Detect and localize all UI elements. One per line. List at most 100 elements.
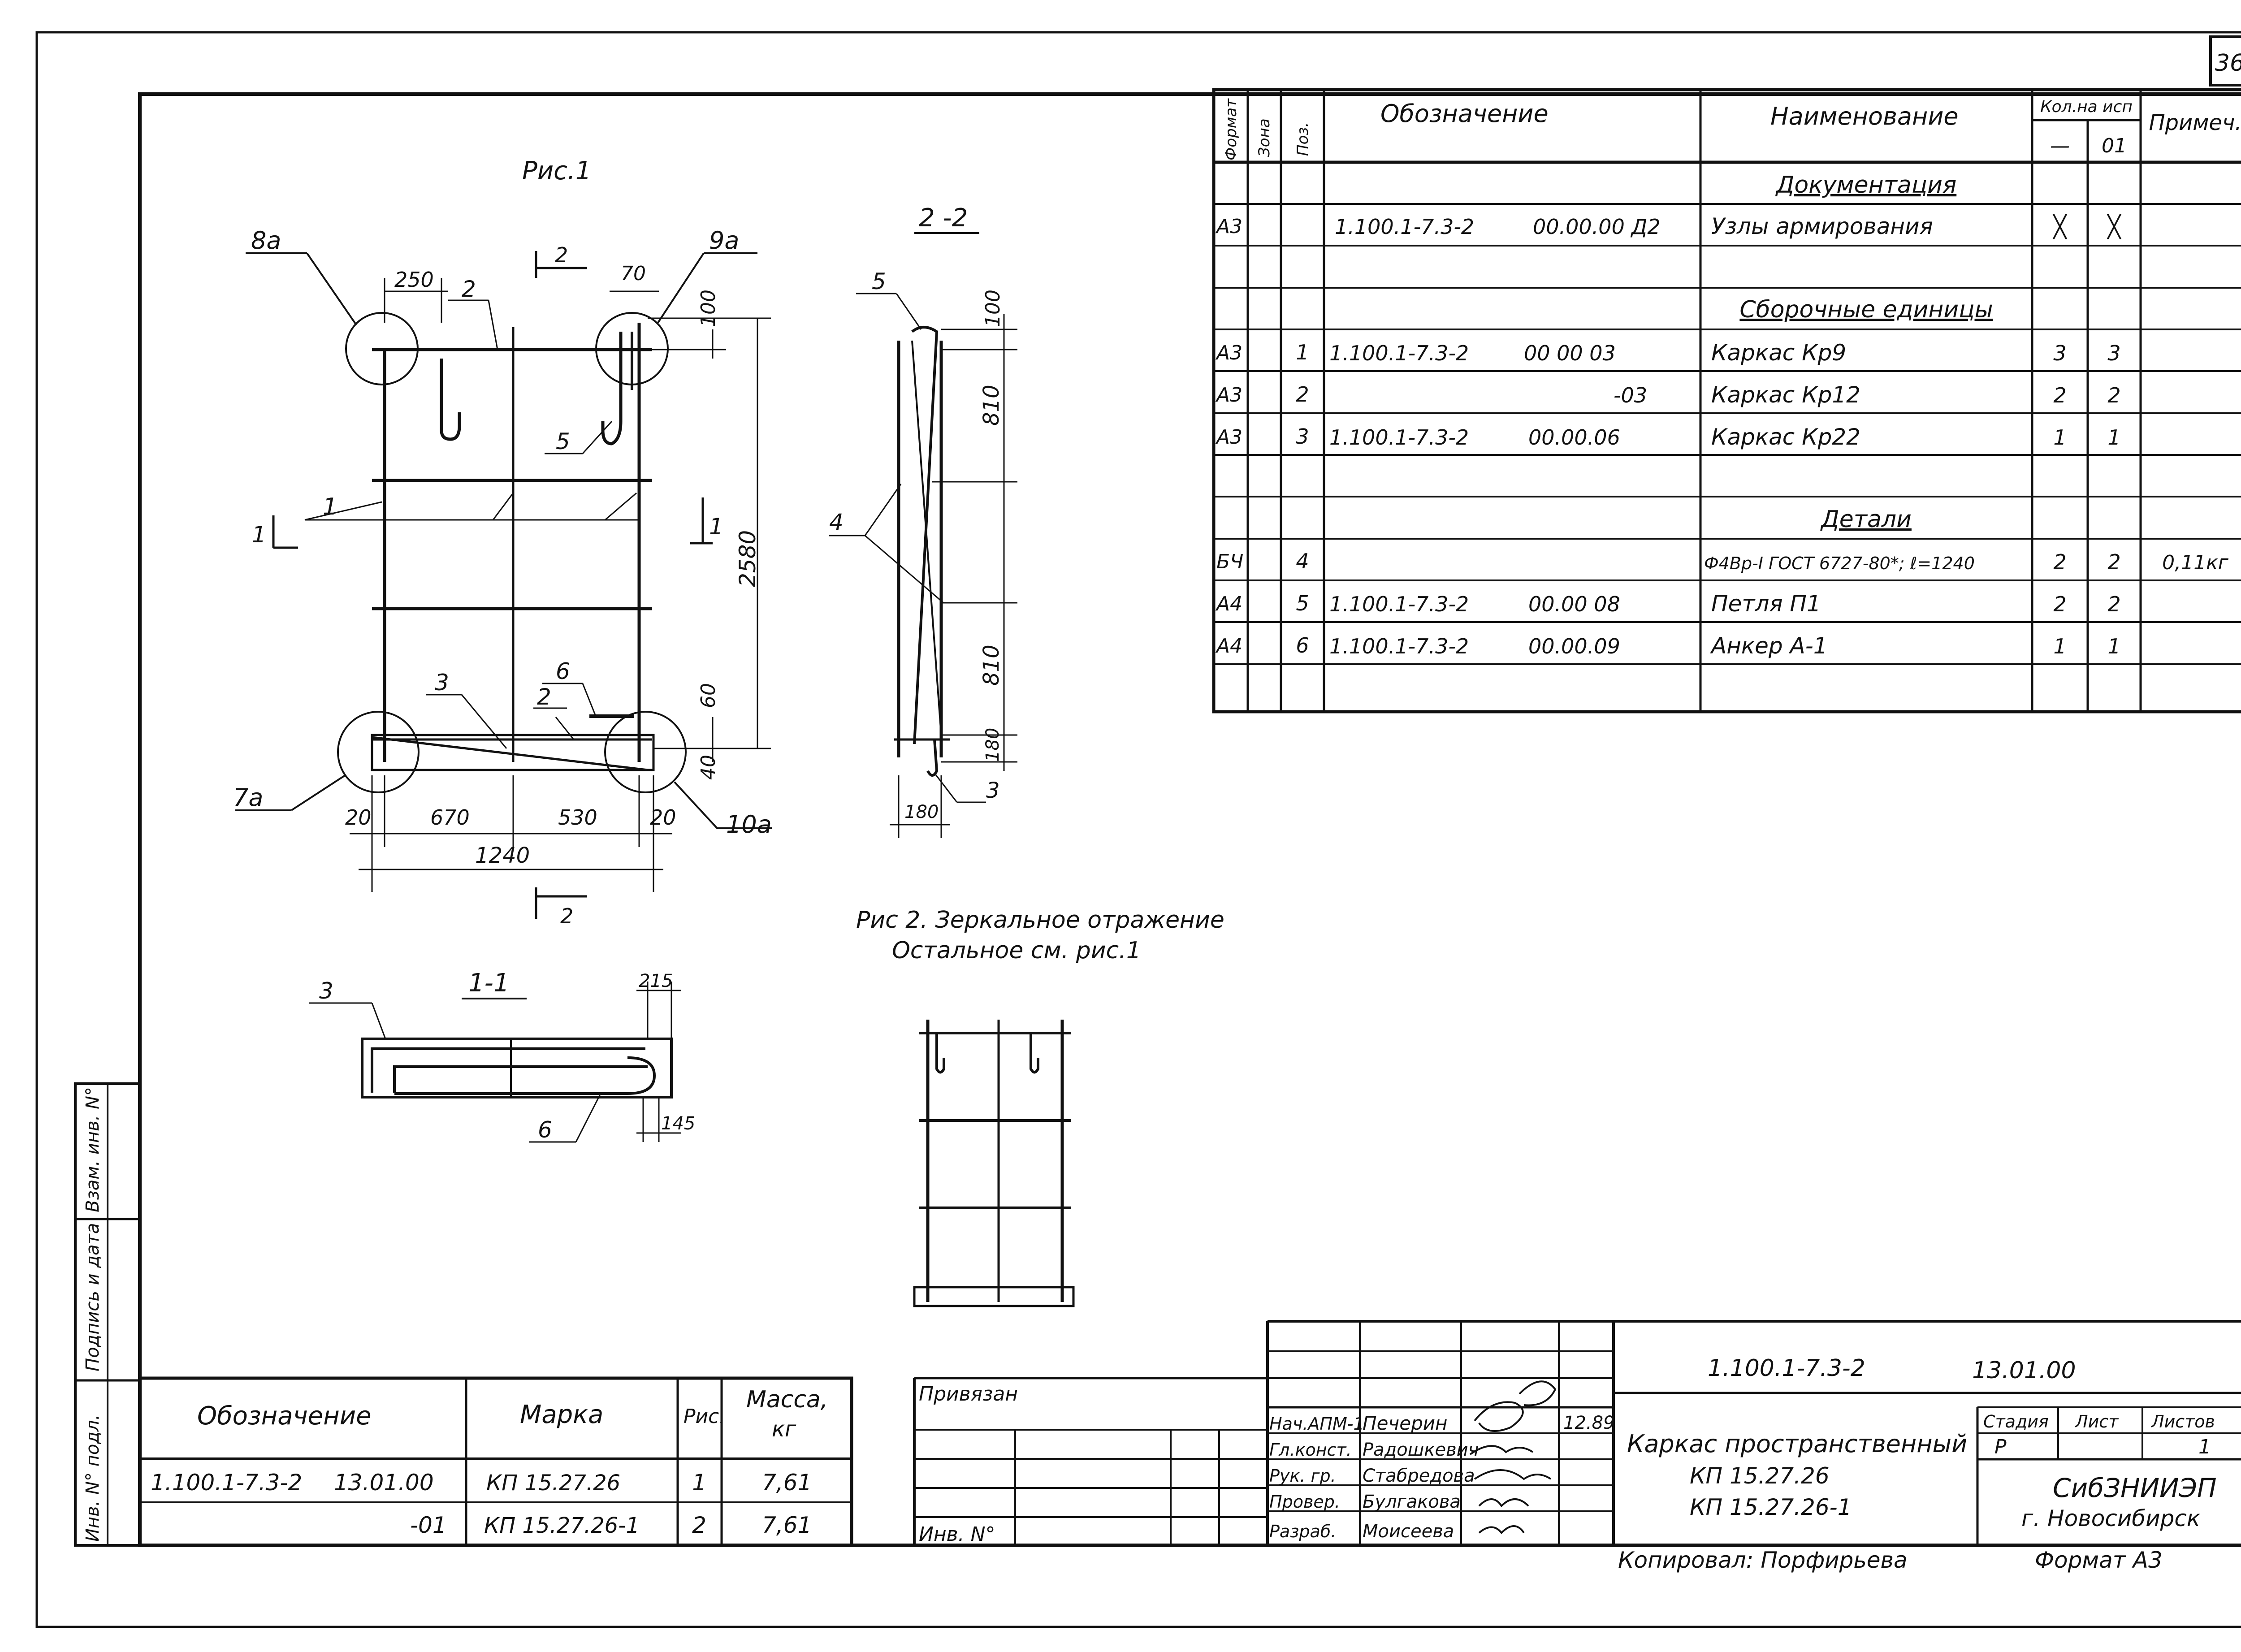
section11-title: 1-1 — [468, 969, 509, 998]
variants-table: Обозначение Марка Рис. Масса, кг 1.100.1… — [138, 1376, 853, 1547]
side-label-vzam: Взам. инв. N° — [82, 1087, 103, 1212]
fig2-caption-2: Остальное см. рис.1 — [892, 937, 1141, 964]
fig1-pos-2-bottom: 2 — [537, 684, 551, 710]
stamp-date: 12.89 — [1563, 1413, 1615, 1433]
fig1-title: Рис.1 — [522, 156, 591, 186]
dim-60: 60 — [697, 683, 720, 708]
callout-10a: 10а — [726, 810, 772, 839]
spec-row-5-name: Каркас Кр12 — [1711, 382, 1860, 408]
stamp-doc-code: 1.100.1-7.3-2 — [1708, 1355, 1865, 1382]
spec-row-10-q1: 2 — [2053, 592, 2066, 616]
stamp-format: Формат А3 — [2035, 1547, 2163, 1573]
spec-row-6-pos: 3 — [1296, 424, 1309, 449]
spec-row-6-code: 1.100.1-7.3-2 — [1329, 425, 1469, 450]
fig1-pos-2-top: 2 — [462, 276, 476, 302]
spec-row-9-format: БЧ — [1216, 550, 1243, 573]
section-mark-2-top: 2 — [555, 243, 568, 267]
spec-row-10-pos: 5 — [1296, 591, 1309, 615]
stamp-role-1: Гл.конст. — [1269, 1440, 1352, 1460]
section-1-1: 1-1 3 6 215 145 — [309, 969, 695, 1143]
spec-row-1-q1: ╳ — [2052, 214, 2068, 239]
fig2-caption-1: Рис 2. Зеркальное отражение — [856, 907, 1224, 934]
section22-pos-4: 4 — [829, 509, 844, 535]
spec-header-qty-a: — — [2050, 134, 2070, 157]
dim-20-left: 20 — [345, 805, 372, 830]
section22-dim-180-v: 180 — [982, 728, 1003, 762]
title-block: Привязан Инв. N° 1.100.1-7.3-2 13.01.00 … — [913, 1320, 2241, 1573]
spec-row-6-q1: 1 — [2053, 425, 2066, 450]
spec-row-3-name: Сборочные единицы — [1739, 296, 1993, 323]
stamp-name-4: Моисеева — [1363, 1521, 1454, 1542]
spec-row-4-name: Каркас Кр9 — [1711, 340, 1846, 366]
stamp-mark1: КП 15.27.26 — [1690, 1463, 1830, 1489]
variants-row-0-mark: КП 15.27.26 — [486, 1470, 620, 1496]
variants-row-1-mass: 7,61 — [762, 1512, 812, 1538]
spec-row-5-code2: -03 — [1614, 383, 1647, 407]
stamp-bound-label: Привязан — [919, 1383, 1018, 1405]
spec-row-10-code2: 00.00 08 — [1528, 592, 1620, 616]
section22-pos-5: 5 — [872, 268, 886, 294]
spec-row-4-pos: 1 — [1296, 340, 1309, 364]
node-10a-circle — [604, 711, 687, 793]
node-8a-circle — [345, 312, 419, 385]
spec-header-zone: Зона — [1255, 118, 1273, 157]
dim-2580: 2580 — [735, 530, 761, 587]
side-label-inv-podl: Инв. N° подл. — [82, 1414, 103, 1542]
callout-8a: 8а — [251, 226, 281, 255]
callout-7a: 7а — [233, 783, 263, 812]
stamp-sheets: 1 — [2198, 1436, 2211, 1458]
spec-row-1-name: Узлы армирования — [1711, 213, 1933, 239]
spec-row-9-q2: 2 — [2107, 550, 2120, 574]
stamp-org: СибЗНИИЭП — [2053, 1473, 2217, 1503]
stamp-city: г. Новосибирск — [2021, 1505, 2200, 1531]
stamp-title: Каркас пространственный — [1627, 1430, 1967, 1458]
variants-row-0-mass: 7,61 — [762, 1470, 812, 1496]
spec-row-4-code: 1.100.1-7.3-2 — [1329, 341, 1469, 365]
spec-header-pos: Поз. — [1294, 122, 1312, 156]
spec-row-5-q2: 2 — [2107, 383, 2120, 407]
spec-row-5-q1: 2 — [2053, 383, 2066, 407]
spec-header-note: Примеч. — [2149, 110, 2241, 135]
variants-row-1-code2: -01 — [410, 1512, 447, 1538]
variants-row-0-fig: 1 — [692, 1470, 706, 1496]
spec-row-6-format: А3 — [1215, 426, 1242, 449]
stamp-sheets-label: Листов — [2150, 1412, 2215, 1431]
spec-row-10-name: Петля П1 — [1711, 591, 1821, 617]
dim-250: 250 — [394, 268, 434, 292]
variants-header-fig: Рис. — [684, 1405, 725, 1428]
spec-row-11-name: Анкер А-1 — [1710, 633, 1828, 659]
spec-row-0-name: Документация — [1775, 172, 1956, 199]
section11-dim-215: 215 — [639, 971, 673, 991]
dim-70: 70 — [621, 262, 646, 285]
stamp-sheet-label: Лист — [2074, 1412, 2119, 1431]
spec-header-qty-b: 01 — [2102, 134, 2127, 157]
stamp-copied: Копировал: Порфирьева — [1618, 1547, 1908, 1573]
spec-row-8-name: Детали — [1820, 506, 1912, 533]
spec-row-11-q1: 1 — [2053, 634, 2066, 658]
stamp-inv-label: Инв. N° — [919, 1523, 995, 1546]
spec-row-11-code2: 00.00.09 — [1528, 634, 1620, 658]
spec-row-6-name: Каркас Кр22 — [1711, 424, 1860, 450]
spec-row-11-code: 1.100.1-7.3-2 — [1329, 634, 1469, 658]
dim-670: 670 — [430, 805, 470, 830]
spec-row-11-q2: 1 — [2107, 634, 2120, 658]
spec-row-5-pos: 2 — [1296, 382, 1309, 407]
left-strip: Инв. N° подл. Подпись и дата Взам. инв. … — [74, 1082, 141, 1547]
spec-row-1-code: 1.100.1-7.3-2 — [1335, 215, 1474, 239]
stamp-mark2: КП 15.27.26-1 — [1690, 1494, 1852, 1520]
spec-row-1-format: А3 — [1215, 215, 1242, 238]
spec-row-5-format: А3 — [1215, 384, 1242, 407]
stamp-stage: Р — [1994, 1436, 2007, 1458]
stamp-name-0: Печерин — [1363, 1412, 1448, 1434]
signature-scribble-2 — [1469, 1445, 1552, 1534]
section-mark-1-left: 1 — [252, 522, 266, 548]
variants-row-1-mark: КП 15.27.26-1 — [484, 1513, 640, 1538]
sheet-number-box — [2209, 35, 2241, 86]
section22-dim-100: 100 — [982, 290, 1004, 327]
fig1-pos-1: 1 — [323, 493, 337, 520]
variants-header-mass: Масса, — [746, 1386, 828, 1413]
section11-dim-145: 145 — [661, 1113, 695, 1134]
section22-dim-180-h: 180 — [904, 802, 939, 822]
spec-row-6-q2: 1 — [2107, 425, 2120, 450]
spec-row-9-name: Ф4Вр-I ГОСТ 6727-80*; ℓ=1240 — [1704, 554, 1975, 573]
